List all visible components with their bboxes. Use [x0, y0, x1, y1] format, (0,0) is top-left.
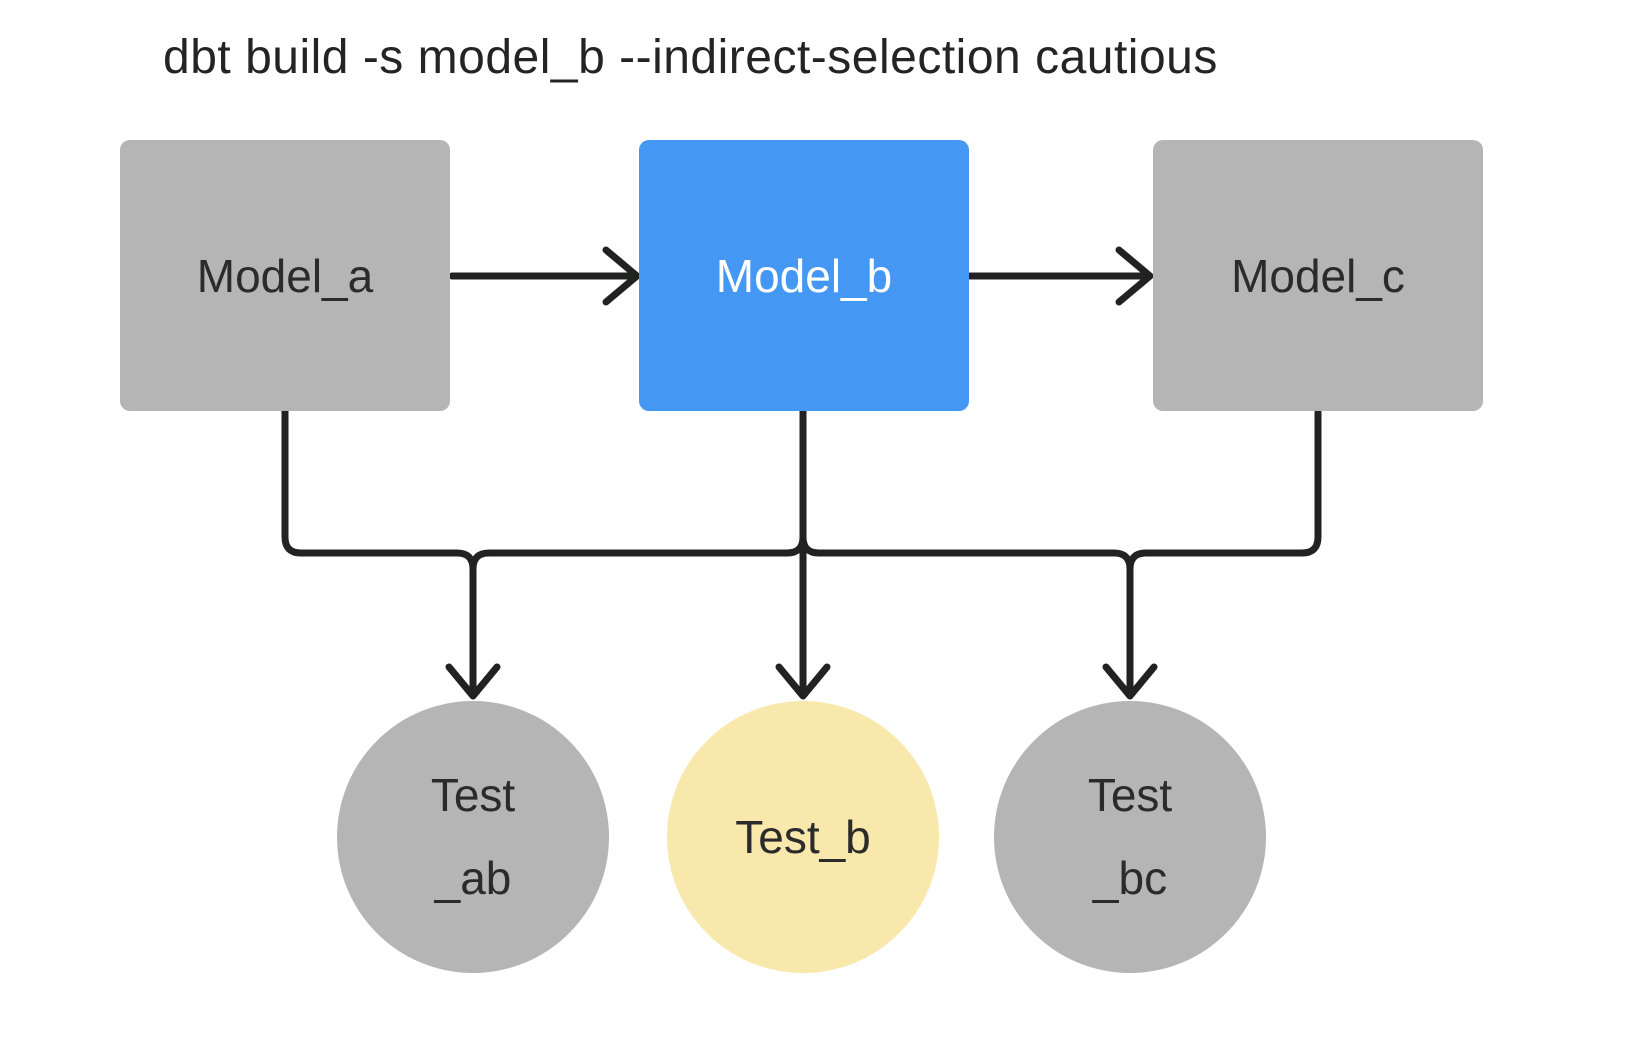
arrowhead-test-bc-icon [1102, 663, 1158, 700]
node-test-ab-label-line1: Test [430, 769, 516, 822]
node-model-a: Model_a [120, 140, 450, 411]
edge-model-a-to-test-ab [281, 407, 477, 694]
node-test-b-label-line1: Test_b [735, 810, 871, 863]
edge-model-c-to-test-bc [1126, 407, 1322, 573]
edge-model-b-to-test-ab [469, 533, 807, 573]
arrowhead-model-b-icon [602, 246, 641, 306]
node-model-a-label: Model_a [196, 249, 374, 302]
diagram-title: dbt build -s model_b --indirect-selectio… [163, 31, 1218, 84]
node-test-b: Test_b [667, 701, 939, 973]
node-test-bc: Test _bc [994, 701, 1266, 973]
node-test-bc-label-line1: Test [1087, 769, 1173, 822]
arrowhead-test-b-icon [775, 663, 831, 700]
arrowhead-model-c-icon [1115, 246, 1154, 306]
node-model-c-label: Model_c [1231, 249, 1405, 302]
node-model-b: Model_b [639, 140, 969, 411]
arrowhead-test-ab-icon [445, 663, 501, 700]
node-test-ab-label-line2: _ab [434, 852, 512, 904]
node-test-ab: Test _ab [337, 701, 609, 973]
node-test-bc-label-line2: _bc [1092, 852, 1168, 904]
node-model-c: Model_c [1153, 140, 1483, 411]
edge-model-b-to-test-bc [799, 533, 1134, 694]
node-model-b-label: Model_b [715, 249, 893, 302]
